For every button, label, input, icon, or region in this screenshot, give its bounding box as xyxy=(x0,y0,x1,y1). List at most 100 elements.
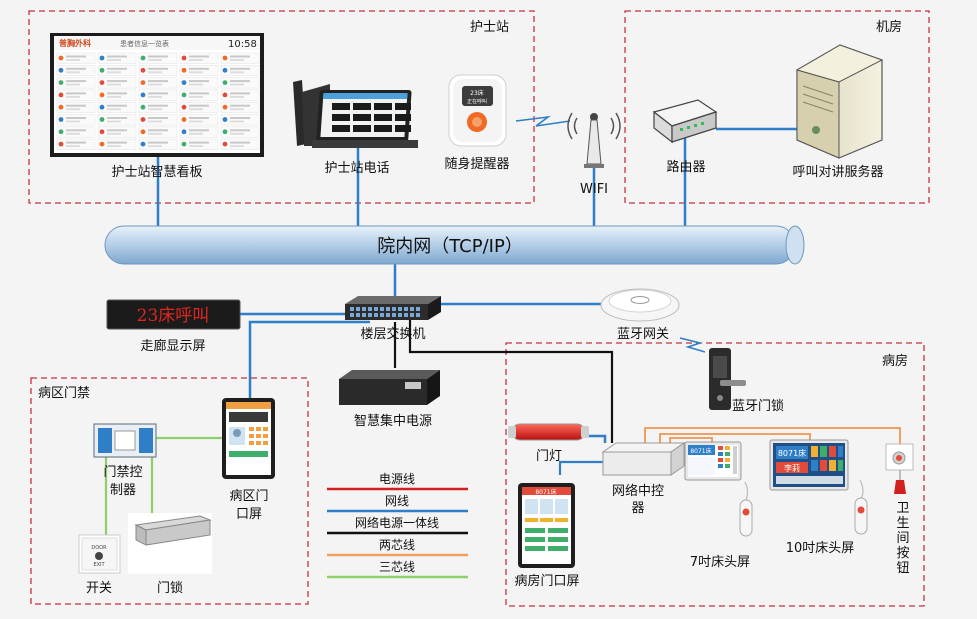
board-patient-line xyxy=(148,92,168,95)
board-patient-card xyxy=(220,89,260,101)
board-patient-line xyxy=(148,55,168,58)
switch-port xyxy=(368,307,372,311)
board-patient-line xyxy=(66,104,86,107)
zone-machine-room: 机房 xyxy=(624,10,930,204)
bed-screen-7: 8071床 xyxy=(684,441,742,481)
switch-port xyxy=(392,313,396,317)
board-patient-line xyxy=(189,120,203,123)
board-patient-line xyxy=(66,120,80,123)
call-handle-7 xyxy=(739,481,753,537)
board-patient-card xyxy=(138,52,178,64)
board-patient-line xyxy=(189,92,209,95)
board-patient-line xyxy=(230,71,244,74)
board-patient-line xyxy=(107,120,121,123)
switch-port xyxy=(386,313,390,317)
switch-port xyxy=(410,313,414,317)
board-patient-line xyxy=(230,67,250,70)
switch-port xyxy=(374,313,378,317)
board-patient-dot xyxy=(58,141,64,147)
corridor-display: 23床呼叫 xyxy=(106,299,241,330)
board-patient-dot xyxy=(58,80,64,85)
board-patient-line xyxy=(66,132,80,135)
board-patient-card xyxy=(56,126,96,138)
board-patient-dot xyxy=(222,104,228,110)
board-patient-card xyxy=(97,52,137,64)
board-patient-dot xyxy=(140,104,146,110)
board-patient-dot xyxy=(222,67,228,73)
board-patient-card xyxy=(179,114,219,126)
board-patient-line xyxy=(148,59,162,61)
board-patient-line xyxy=(107,59,121,61)
board-patient-line xyxy=(107,80,127,83)
board-patient-dot xyxy=(58,129,64,135)
board-patient-line xyxy=(148,95,162,98)
board-patient-dot xyxy=(140,80,146,85)
board-patient-dot xyxy=(181,141,187,147)
board-patient-line xyxy=(148,67,168,70)
pager-screen-bottom: 正在呼叫 xyxy=(467,98,487,105)
board-patient-line xyxy=(66,59,80,61)
router-label: 路由器 xyxy=(666,159,705,175)
zone-ward-access: 病区门禁 xyxy=(30,377,309,605)
board-patient-card xyxy=(220,114,260,126)
board-patient-dot xyxy=(181,104,187,110)
board-patient-card xyxy=(97,114,137,126)
bathroom-button-label-char: 间 xyxy=(896,531,909,546)
board-patient-line xyxy=(107,104,127,107)
board-patient-dot xyxy=(222,117,228,122)
board-patient-line xyxy=(66,145,80,148)
board-patient-line xyxy=(230,95,244,98)
board-patient-card xyxy=(138,101,178,113)
board-patient-dot xyxy=(181,67,187,73)
board-patient-line xyxy=(189,104,209,107)
board-patient-card xyxy=(97,89,137,101)
board-patient-dot xyxy=(181,55,187,61)
zone-ward-access-title: 病区门禁 xyxy=(38,386,90,401)
board-clock: 10:58 xyxy=(228,39,257,50)
exit-switch: DOOR EXIT xyxy=(78,534,121,574)
legend-item: 网线 xyxy=(327,494,468,513)
bathroom-button-label-char: 钮 xyxy=(896,561,909,576)
board-patient-line xyxy=(189,55,209,58)
board-patient-line xyxy=(148,83,162,86)
board-patient-card xyxy=(97,77,137,89)
network-controller-label-2: 器 xyxy=(631,501,644,516)
board-patient-dot xyxy=(58,92,64,98)
switch-port xyxy=(380,307,384,311)
switch-port xyxy=(380,313,384,317)
zone-ward-room-title: 病房 xyxy=(882,353,908,369)
access-controller-label-1: 门禁控 xyxy=(103,465,142,480)
board-patient-line xyxy=(107,145,121,148)
board-patient-dot xyxy=(99,67,105,73)
door-light xyxy=(508,423,589,441)
board-patient-card xyxy=(220,52,260,64)
board-patient-dot xyxy=(181,80,187,85)
bed10-label-bed: 8071床 xyxy=(778,448,806,458)
board-patient-card xyxy=(56,52,96,64)
board-patient-dot xyxy=(222,141,228,147)
board-patient-line xyxy=(107,141,127,144)
legend-item: 三芯线 xyxy=(327,560,468,579)
board-patient-line xyxy=(66,67,86,70)
board-patient-line xyxy=(107,132,121,135)
board-patient-card xyxy=(138,126,178,138)
board-patient-line xyxy=(148,141,168,144)
door-lock-label: 门锁 xyxy=(157,580,183,596)
board-patient-line xyxy=(189,117,209,119)
switch-port xyxy=(398,307,402,311)
board-patient-card xyxy=(138,77,178,89)
board-patient-card xyxy=(179,101,219,113)
board-patient-line xyxy=(107,92,127,95)
switch-port xyxy=(386,307,390,311)
board-patient-line xyxy=(189,83,203,86)
board-patient-line xyxy=(230,141,250,144)
floor-switch xyxy=(345,296,441,320)
board-patient-line xyxy=(66,108,80,111)
exit-switch-label: 开关 xyxy=(86,581,112,596)
board-patient-line xyxy=(189,59,203,61)
legend-label: 两芯线 xyxy=(379,538,415,552)
legend-label: 网线 xyxy=(385,494,409,508)
